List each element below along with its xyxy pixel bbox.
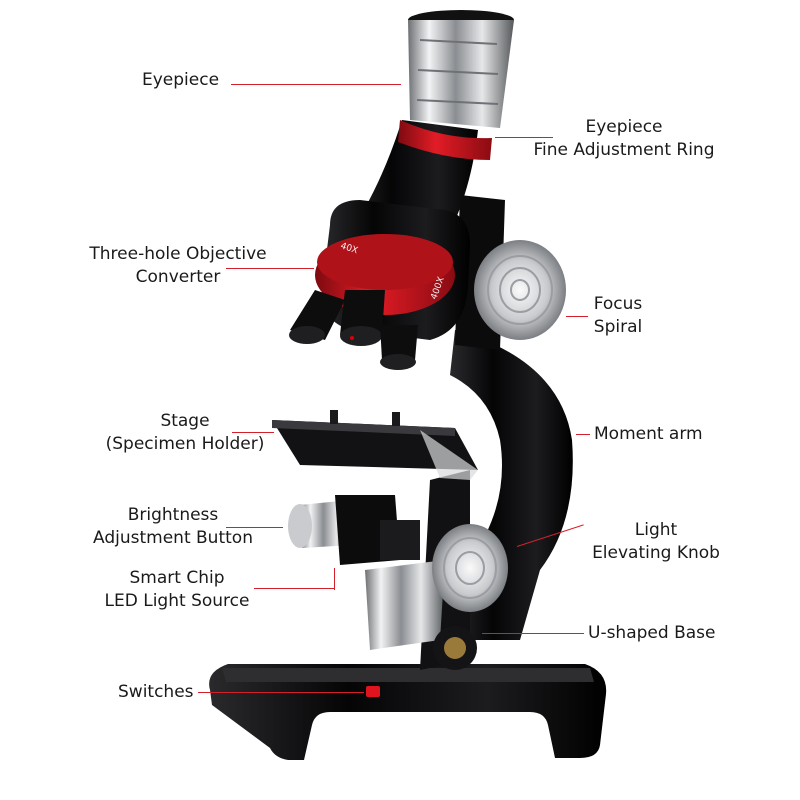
- stage: [272, 410, 478, 480]
- leader-line-moment-arm: [576, 434, 590, 435]
- leader-line-eyepiece: [231, 84, 401, 85]
- base-screw: [433, 626, 477, 670]
- label-brightness-line1: Brightness: [127, 505, 219, 525]
- label-focus-spiral: Focus Spiral: [582, 293, 654, 339]
- leader-line-switches: [198, 692, 364, 693]
- label-focus-line1: Focus: [593, 294, 643, 314]
- label-led-line1: Smart Chip: [129, 568, 225, 588]
- leader-line-focus: [566, 316, 588, 317]
- label-moment-arm-text: Moment arm: [594, 424, 703, 444]
- label-stage-line1: Stage: [160, 411, 210, 431]
- leader-line-eyepiece-ring: [495, 137, 553, 138]
- label-base-text: U-shaped Base: [588, 623, 716, 643]
- light-elevating-knob: [432, 524, 508, 612]
- label-objective-line1: Three-hole Objective: [89, 244, 267, 264]
- label-focus-line2: Spiral: [593, 317, 643, 337]
- label-stage-line2: (Specimen Holder): [105, 434, 265, 454]
- focus-spiral-knob: [474, 240, 566, 340]
- label-light-knob-line1: Light: [634, 520, 678, 540]
- switch-button: [366, 686, 380, 697]
- objective-lens-left: [289, 290, 345, 344]
- label-u-shaped-base: U-shaped Base: [588, 622, 715, 645]
- label-objective-converter: Three-hole Objective Converter: [72, 243, 284, 289]
- label-led-source: Smart Chip LED Light Source: [96, 567, 258, 613]
- objective-converter: 40X 400X: [289, 234, 455, 370]
- label-eyepiece-ring: Eyepiece Fine Adjustment Ring: [524, 116, 724, 162]
- label-moment-arm: Moment arm: [594, 423, 703, 446]
- label-light-knob: Light Elevating Knob: [584, 519, 728, 565]
- leader-line-stage: [232, 432, 274, 433]
- objective-lens-center: [340, 290, 385, 346]
- label-switches: Switches: [118, 681, 194, 704]
- label-led-line2: LED Light Source: [104, 591, 250, 611]
- led-light-source: [335, 495, 445, 650]
- eyepiece-fine-adjustment-ring: [398, 120, 492, 160]
- label-eyepiece-ring-line2: Fine Adjustment Ring: [533, 140, 715, 160]
- leader-line-led: [254, 588, 334, 589]
- label-brightness: Brightness Adjustment Button: [82, 504, 264, 550]
- label-eyepiece-text: Eyepiece: [142, 70, 220, 90]
- u-shaped-base: [209, 664, 607, 760]
- label-eyepiece: Eyepiece: [142, 69, 219, 92]
- leader-line-led-vertical: [334, 568, 335, 590]
- label-brightness-line2: Adjustment Button: [93, 528, 253, 548]
- eyepiece: [408, 10, 514, 128]
- label-switches-text: Switches: [118, 682, 194, 702]
- leader-line-base: [482, 633, 584, 634]
- label-eyepiece-ring-line1: Eyepiece: [585, 117, 663, 137]
- label-objective-line2: Converter: [135, 267, 221, 287]
- label-light-knob-line2: Elevating Knob: [592, 543, 720, 563]
- leader-line-objective: [226, 268, 314, 269]
- leader-line-brightness: [226, 527, 283, 528]
- objective-lens-right: [380, 325, 418, 370]
- label-stage: Stage (Specimen Holder): [94, 410, 276, 456]
